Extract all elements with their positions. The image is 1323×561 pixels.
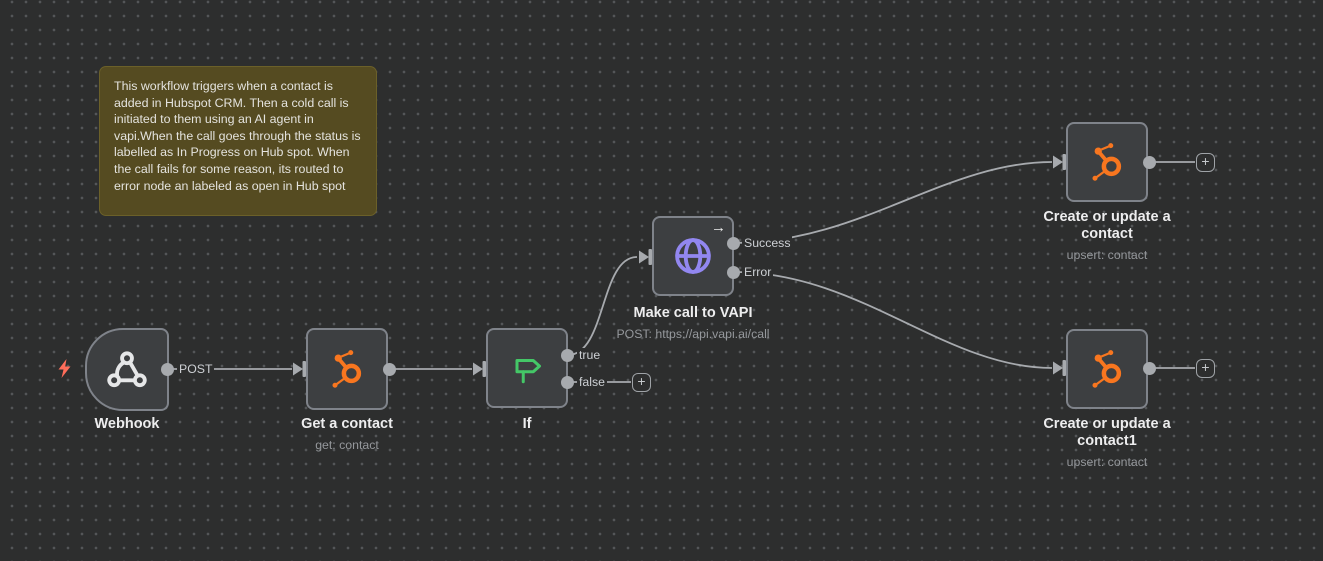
if-title: If: [522, 416, 532, 432]
edge-vapi-error-to-create-contact1: [733, 271, 1053, 369]
get-contact-title: Get a contact: [301, 416, 393, 432]
node-webhook[interactable]: [85, 328, 169, 411]
add-node-button-if-false[interactable]: +: [632, 373, 651, 392]
globe-icon: [675, 238, 711, 274]
create-contact1-subtitle: upsert: contact: [1066, 455, 1148, 470]
node-if[interactable]: [486, 328, 568, 408]
node-get-contact[interactable]: [306, 328, 388, 410]
sticky-note[interactable]: This workflow triggers when a contact is…: [99, 66, 377, 216]
get-contact-output-port[interactable]: [383, 362, 396, 376]
webhook-icon: [107, 350, 147, 387]
input-arrow-markers: [293, 154, 1066, 377]
add-node-button-create-contact[interactable]: +: [1196, 153, 1215, 172]
hubspot-icon: [1092, 143, 1122, 181]
edge-vapi-success-to-create-contact: [733, 161, 1053, 244]
vapi-success-label: Success: [742, 236, 793, 250]
hubspot-icon: [1092, 350, 1122, 388]
sticky-note-text: This workflow triggers when a contact is…: [114, 79, 361, 193]
webhook-title: Webhook: [94, 416, 160, 432]
vapi-error-label: Error: [742, 265, 774, 279]
node-create-contact[interactable]: [1066, 122, 1148, 202]
trigger-bolt-icon: [56, 359, 73, 383]
if-true-output-port[interactable]: [561, 348, 574, 362]
webhook-output-label: POST: [177, 362, 215, 376]
add-node-button-create-contact1[interactable]: +: [1196, 359, 1215, 378]
vapi-subtitle: POST: https://api.vapi.ai/call: [616, 327, 770, 342]
http-request-arrow-icon: →: [711, 219, 726, 236]
vapi-error-output-port[interactable]: [727, 265, 740, 279]
get-contact-subtitle: get: contact: [315, 438, 379, 453]
create-contact1-output-port[interactable]: [1143, 361, 1156, 375]
create-contact-subtitle: upsert: contact: [1066, 248, 1148, 263]
webhook-output-port[interactable]: [161, 362, 174, 376]
create-contact-title: Create or update a contact: [1043, 209, 1171, 243]
vapi-success-output-port[interactable]: [727, 236, 740, 250]
if-false-label: false: [577, 375, 607, 389]
create-contact1-title: Create or update a contact1: [1043, 416, 1171, 450]
create-contact-output-port[interactable]: [1143, 155, 1156, 169]
hubspot-icon: [332, 350, 362, 388]
if-true-label: true: [577, 348, 603, 362]
if-signpost-icon: [515, 359, 541, 384]
node-make-call-vapi[interactable]: →: [652, 216, 734, 296]
node-create-contact1[interactable]: [1066, 329, 1148, 409]
vapi-title: Make call to VAPI: [633, 305, 753, 321]
if-false-output-port[interactable]: [561, 375, 574, 389]
